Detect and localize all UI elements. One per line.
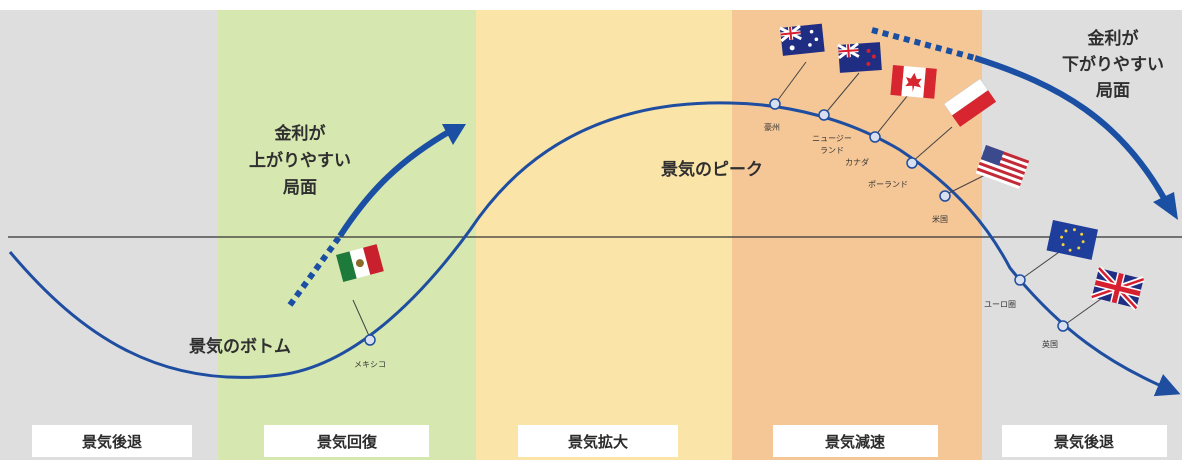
node-euro (1014, 274, 1026, 286)
rise-arrow-head-icon (442, 124, 466, 145)
country-label-usa: 米国 (932, 214, 948, 224)
band-expansion (476, 10, 732, 460)
country-label-new-zealand-2: ランド (820, 146, 844, 155)
australia-flag-icon (779, 23, 825, 56)
phase-label-box-1: 景気後退 (32, 425, 192, 457)
phase-label-5: 景気後退 (1054, 433, 1114, 451)
us-flag-icon (975, 145, 1030, 189)
phase-label-box-2: 景気回復 (264, 425, 429, 457)
country-label-poland: ポーランド (868, 180, 908, 189)
country-label-canada: カナダ (845, 157, 869, 167)
phase-label-4: 景気減速 (825, 433, 885, 451)
node-canada (869, 131, 881, 143)
band-recovery (218, 10, 476, 460)
node-new-zealand (818, 109, 830, 121)
rise-dotted-line (287, 234, 343, 307)
fall-arrow-head-icon (1153, 192, 1178, 220)
phase-label-box-4: 景気減速 (773, 425, 938, 457)
phase-label-3: 景気拡大 (568, 433, 628, 451)
canada-flag-icon (890, 65, 937, 99)
fall-arrow (974, 55, 1168, 202)
node-australia (769, 98, 781, 110)
country-label-new-zealand-1: ニュージー (812, 134, 852, 143)
rise-title-line2: 上がりやすい (249, 150, 351, 171)
phase-label-box-5: 景気後退 (1002, 425, 1167, 457)
phase-label-box-3: 景気拡大 (518, 425, 678, 457)
bottom-label: 景気のボトム (189, 336, 291, 357)
phase-label-1: 景気後退 (82, 433, 142, 451)
country-label-euro: ユーロ圏 (984, 300, 1016, 309)
fall-title-line3: 局面 (1096, 81, 1130, 101)
country-label-australia: 豪州 (764, 122, 780, 132)
node-usa (939, 190, 951, 202)
rise-title-line3: 局面 (283, 178, 317, 198)
cycle-curve (8, 101, 1181, 397)
fall-title-line2: 下がりやすい (1062, 54, 1164, 75)
mexico-flag-icon (336, 244, 384, 283)
band-recession-left (0, 10, 218, 460)
country-label-uk: 英国 (1042, 339, 1058, 349)
node-poland (906, 157, 918, 169)
rise-arrow (337, 127, 454, 238)
peak-label: 景気のピーク (661, 159, 763, 180)
node-markers (364, 98, 1069, 346)
flag-poles (352, 61, 1106, 339)
fall-dotted-line (871, 27, 976, 61)
band-slowdown (732, 10, 982, 460)
rise-title-line1: 金利が (274, 123, 326, 144)
poland-flag-icon (943, 78, 997, 127)
fall-title-line1: 金利が (1087, 28, 1139, 49)
node-uk (1057, 320, 1069, 332)
eu-flag-icon (1046, 220, 1098, 260)
node-mexico (364, 334, 376, 346)
phase-label-2: 景気回復 (317, 433, 378, 451)
new-zealand-flag-icon (837, 42, 882, 73)
uk-flag-icon (1090, 265, 1145, 311)
country-label-mexico: メキシコ (354, 360, 386, 369)
